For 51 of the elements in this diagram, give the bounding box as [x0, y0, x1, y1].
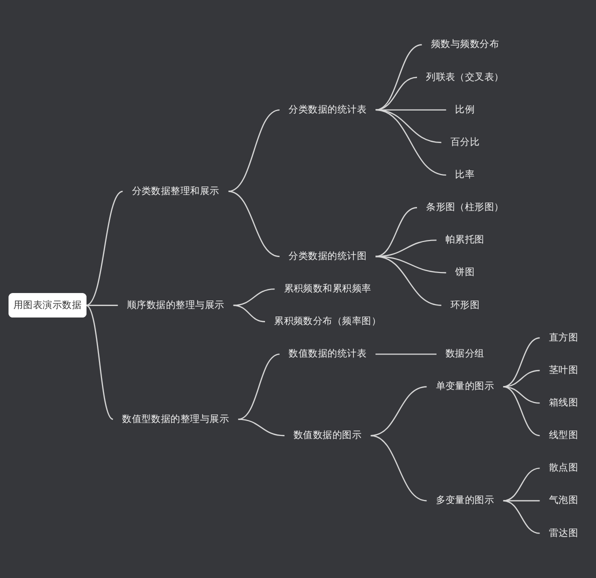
- connector: [370, 386, 427, 436]
- node-text: 帕累托图: [446, 234, 484, 246]
- connector: [238, 354, 280, 420]
- node-text: 数值数据的统计表: [288, 348, 367, 360]
- node-text: 单变量的图示: [436, 380, 494, 392]
- node-text: 环形图: [450, 299, 480, 311]
- node-text: 比率: [455, 169, 475, 180]
- connector: [375, 256, 442, 306]
- connector: [375, 44, 422, 110]
- connector: [375, 109, 446, 176]
- node-text: 数值数据的图示: [294, 430, 362, 441]
- node-text: 分类数据整理和展示: [132, 185, 220, 197]
- connector: [370, 434, 427, 502]
- node-text: 累积频数和累积频率: [284, 283, 372, 294]
- connector: [376, 354, 437, 355]
- node-text: 箱线图: [548, 397, 578, 408]
- connector: [233, 304, 266, 322]
- connector: [503, 468, 540, 502]
- node-text: 列联表（交叉表）: [426, 71, 504, 83]
- node-text: 线型图: [548, 430, 578, 441]
- connector: [503, 500, 540, 502]
- connector: [503, 337, 540, 388]
- node-text: 频数与频数分布: [430, 38, 500, 50]
- connector: [375, 76, 418, 110]
- node-text: 比例: [455, 104, 475, 116]
- node-text: 雷达图: [548, 527, 578, 539]
- node-text: 数据分组: [446, 348, 484, 360]
- node-text: 分类数据的统计表: [288, 104, 367, 116]
- connector: [86, 304, 118, 306]
- node-text: 多变量的图示: [436, 494, 494, 506]
- node-text: 分类数据的统计图: [288, 250, 367, 262]
- node-text: 数值型数据的整理与展示: [122, 413, 230, 425]
- connector: [228, 190, 280, 258]
- connector: [86, 304, 114, 420]
- node-text: 顺序数据的整理与展示: [126, 299, 224, 311]
- node-text: 散点图: [548, 462, 578, 474]
- node-text: 茎叶图: [548, 364, 578, 376]
- node-text: 累积频数分布（频率图）: [274, 316, 382, 327]
- connector: [503, 370, 540, 388]
- connector: [503, 386, 540, 436]
- node-text: 直方图: [548, 332, 578, 344]
- connector: [238, 418, 285, 436]
- node-text: 气泡图: [548, 494, 578, 506]
- connector: [375, 206, 418, 258]
- connector: [86, 190, 124, 306]
- node-text: 条形图（柱形图）: [426, 202, 504, 213]
- node-text: 百分比: [450, 136, 480, 148]
- connector: [233, 288, 275, 306]
- connector: [503, 500, 540, 534]
- node-text: 饼图: [455, 266, 475, 278]
- connector: [228, 109, 280, 192]
